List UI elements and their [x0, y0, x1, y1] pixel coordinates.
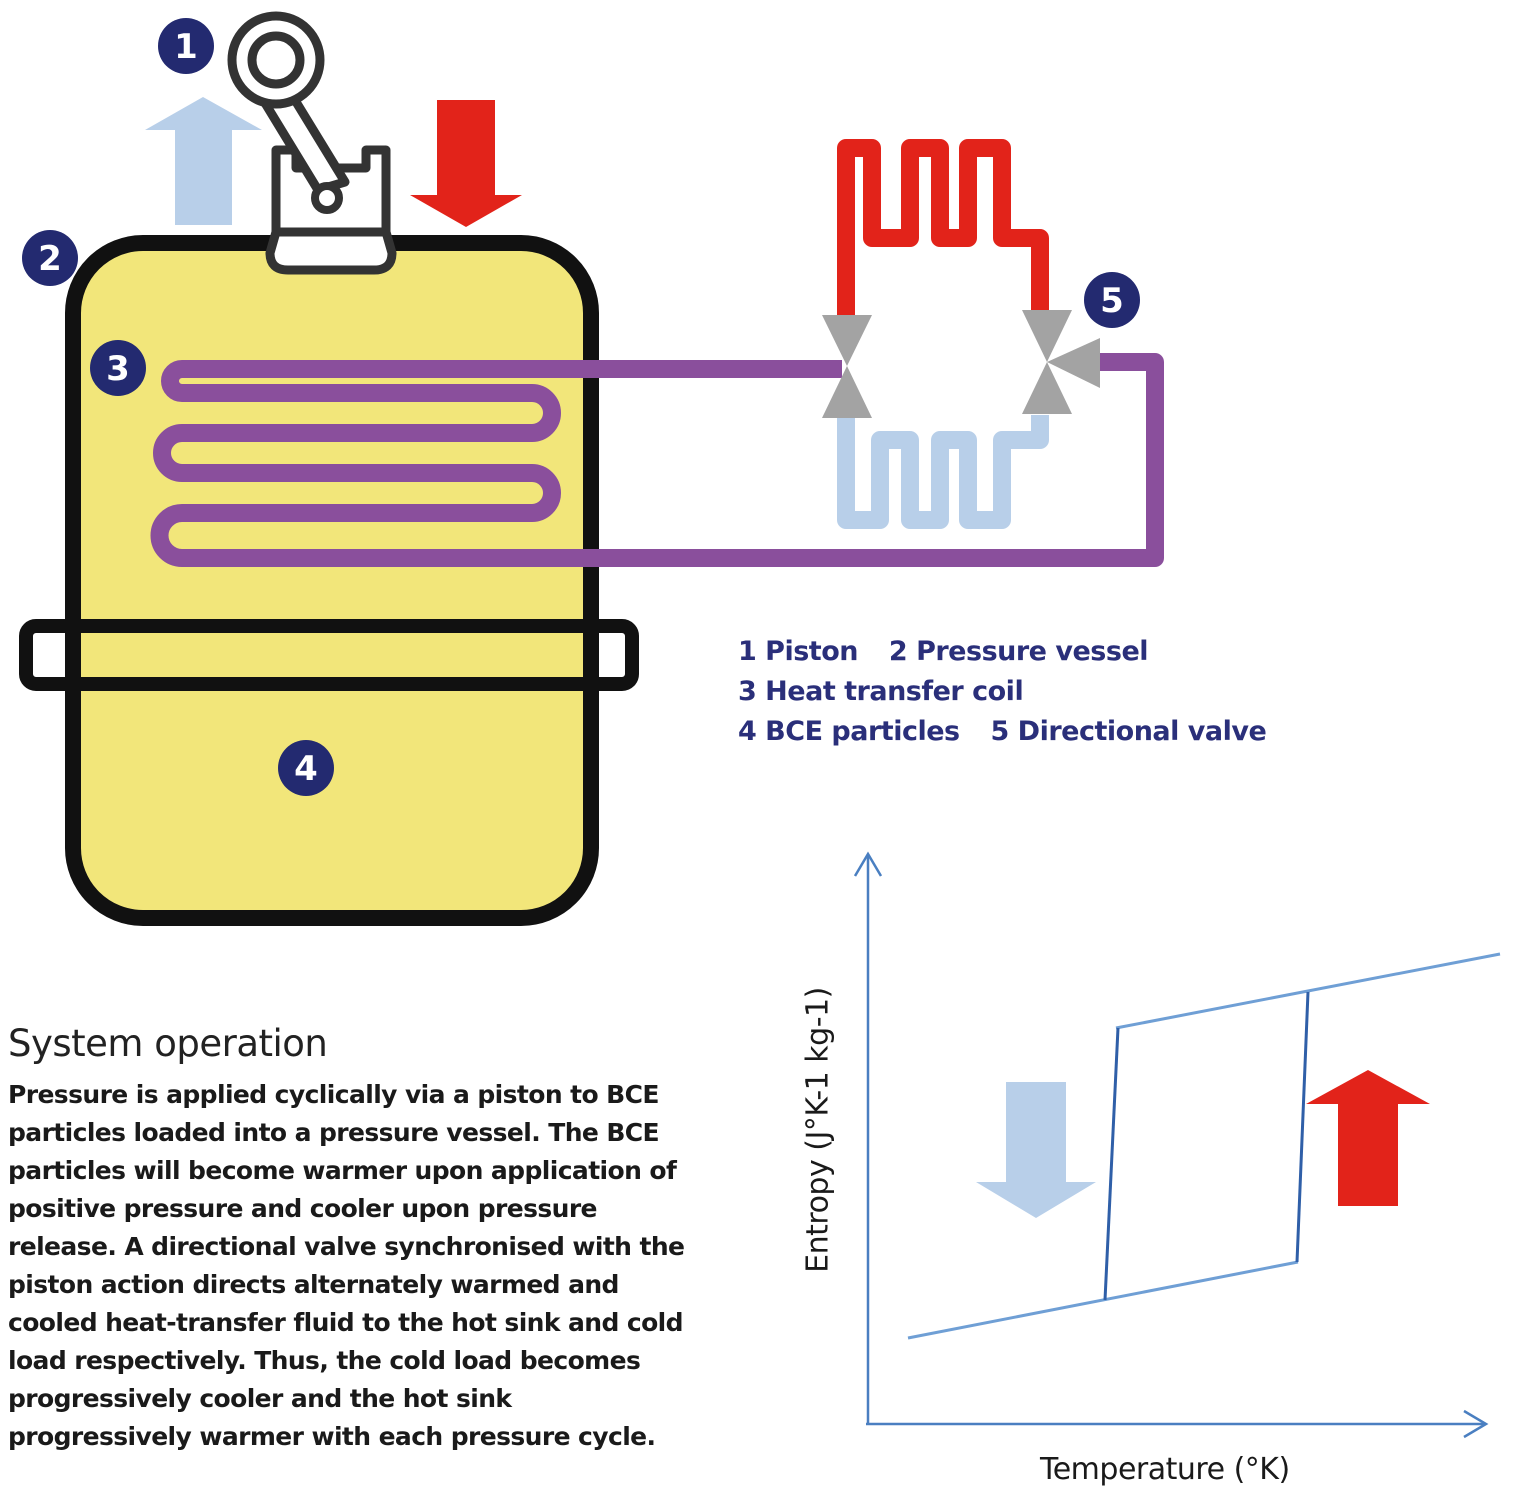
- system-operation-body: Pressure is applied cyclically via a pis…: [8, 1080, 685, 1451]
- lower-entropy-curve: [907, 1260, 1299, 1340]
- upper-entropy-curve: [1115, 952, 1501, 1030]
- heat-transfer-coil: [150, 353, 1164, 567]
- cold-up-arrow: [145, 97, 262, 225]
- badge-1: 1: [158, 18, 214, 74]
- pressure-vessel: [65, 235, 599, 926]
- legend-line-2: 4 BCE particles 5 Directional valve: [738, 712, 1458, 752]
- badge-1-label: 1: [174, 27, 198, 67]
- badge-5: 5: [1084, 272, 1140, 328]
- left-valve: [822, 315, 872, 418]
- legend-item-bce-particles: 4 BCE particles: [738, 716, 960, 747]
- y-axis-label: Entropy (J°K-1 kg-1): [800, 987, 836, 1273]
- badge-4-label: 4: [294, 749, 318, 789]
- legend-item-directional-valve: 5 Directional valve: [990, 716, 1267, 747]
- legend-item-heat-transfer-coil: 3 Heat transfer coil: [738, 676, 1024, 707]
- y-axis-arrowhead: [853, 851, 883, 877]
- x-axis-arrowhead: [1463, 1409, 1489, 1439]
- badge-5-label: 5: [1100, 281, 1124, 321]
- badge-2: 2: [22, 230, 78, 286]
- piston-icon: [227, 11, 397, 275]
- cycle-right-edge: [1295, 991, 1310, 1263]
- x-axis-label: Temperature (°K): [1040, 1452, 1290, 1487]
- entropy-graph: [853, 851, 1501, 1439]
- badge-4: 4: [278, 740, 334, 796]
- hot-sink-coil: [837, 139, 1049, 320]
- cold-load-coil: [837, 415, 1049, 529]
- badge-3: 3: [90, 340, 146, 396]
- cooling-down-arrow: [976, 1082, 1096, 1218]
- heating-up-arrow: [1306, 1070, 1430, 1206]
- legend-item-pressure-vessel: 2 Pressure vessel: [888, 636, 1149, 667]
- cycle-left-edge: [1103, 1027, 1120, 1301]
- vessel-clamp: [19, 619, 639, 691]
- hot-down-arrow: [410, 100, 522, 227]
- badge-3-label: 3: [106, 349, 130, 389]
- legend-line-1: 1 Piston 2 Pressure vessel 3 Heat transf…: [738, 632, 1458, 712]
- directional-valve: [1022, 310, 1100, 414]
- system-operation-title: System operation: [8, 1022, 328, 1065]
- legend-item-piston: 1 Piston: [738, 636, 858, 667]
- legend: 1 Piston 2 Pressure vessel 3 Heat transf…: [738, 632, 1458, 752]
- badge-2-label: 2: [38, 239, 62, 279]
